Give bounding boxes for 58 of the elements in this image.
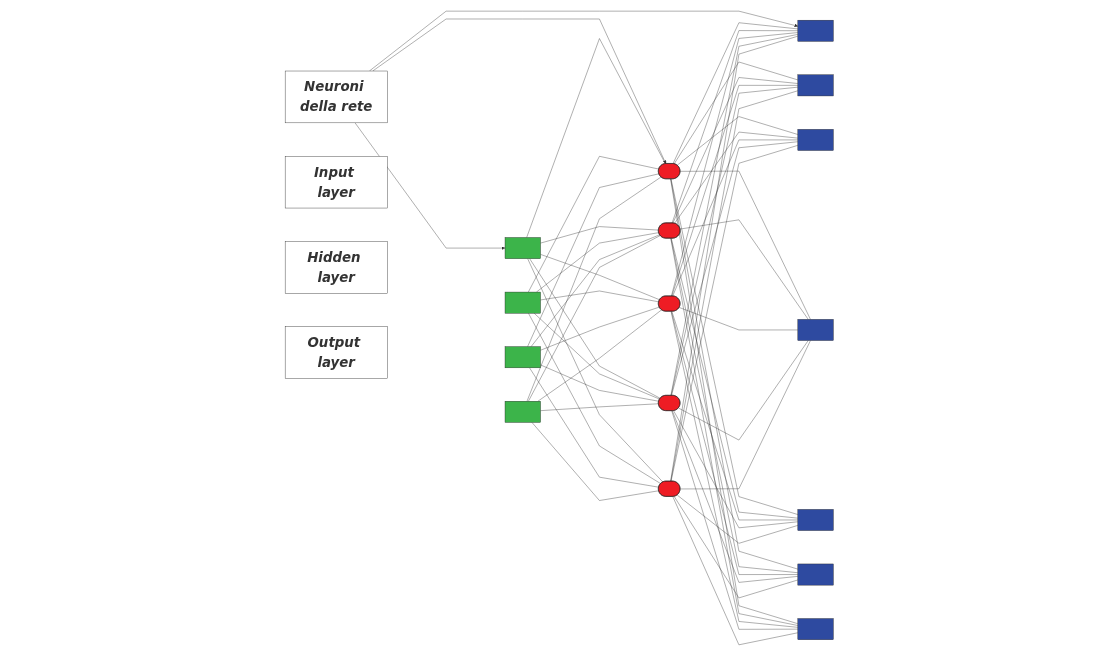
connector [679, 340, 811, 490]
connector [540, 254, 660, 300]
node-box: Hidden layer [284, 241, 388, 294]
connector [679, 219, 809, 320]
connector [671, 30, 798, 224]
connector [540, 226, 659, 244]
node-box: Neuroni della rete [284, 70, 388, 124]
node-box [797, 20, 834, 42]
connector [678, 307, 798, 331]
node-box [504, 237, 541, 259]
connector [527, 235, 661, 402]
node-box [504, 346, 541, 369]
connector [670, 311, 798, 628]
connector [531, 422, 659, 501]
connector [535, 232, 659, 293]
connector [540, 364, 659, 402]
node-box: Input layer [284, 156, 388, 209]
connector [670, 238, 798, 519]
connector [529, 258, 661, 399]
connector [671, 141, 798, 396]
connector [679, 170, 811, 320]
connector [540, 290, 659, 303]
connector [673, 496, 798, 599]
connector [671, 410, 798, 630]
connector [527, 258, 663, 483]
connector [671, 311, 798, 521]
node-box [797, 509, 834, 531]
node-box [504, 401, 541, 423]
node-box [504, 291, 541, 314]
connector [528, 313, 661, 484]
connector [676, 116, 798, 166]
connector [673, 410, 798, 529]
connector [526, 38, 666, 238]
node-box: Output layer [284, 326, 388, 379]
node-box [797, 319, 834, 341]
connector [676, 494, 798, 544]
connector [674, 131, 798, 224]
connector [540, 403, 659, 411]
node-box [797, 74, 834, 97]
connector [670, 32, 798, 297]
connector [678, 340, 809, 441]
connector [529, 367, 659, 488]
connector [526, 176, 661, 402]
node-box [797, 563, 834, 586]
connector [671, 410, 798, 583]
node-box [797, 618, 834, 640]
node-box [797, 129, 834, 151]
connector [540, 306, 660, 351]
connector [527, 156, 659, 293]
connector [672, 22, 798, 164]
connector [670, 311, 798, 575]
connector [527, 173, 659, 347]
connector [672, 139, 798, 297]
connector [673, 61, 798, 165]
connector [530, 234, 660, 347]
connector [672, 496, 798, 646]
connector [671, 85, 798, 297]
connector [672, 77, 798, 224]
